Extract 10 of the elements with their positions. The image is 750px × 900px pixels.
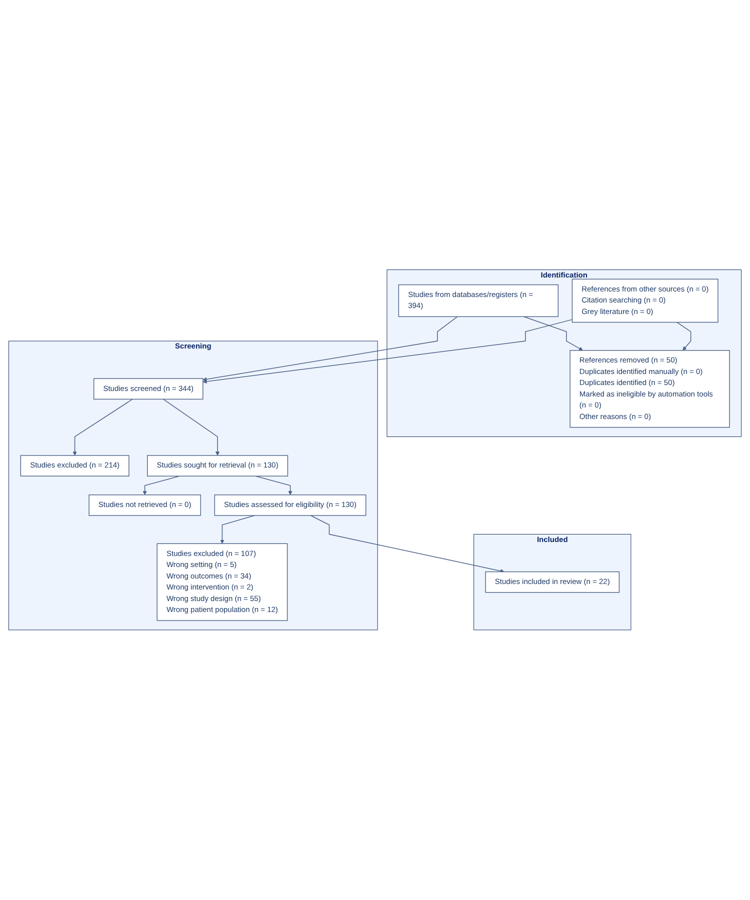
arrow: [220, 515, 255, 544]
arrow: [202, 316, 458, 382]
arrow: [72, 398, 133, 456]
arrow: [255, 476, 292, 496]
arrow: [142, 476, 180, 496]
arrow: [310, 515, 504, 574]
arrow: [523, 316, 583, 351]
arrow: [162, 398, 220, 456]
arrow: [676, 322, 692, 351]
arrow: [202, 319, 573, 384]
